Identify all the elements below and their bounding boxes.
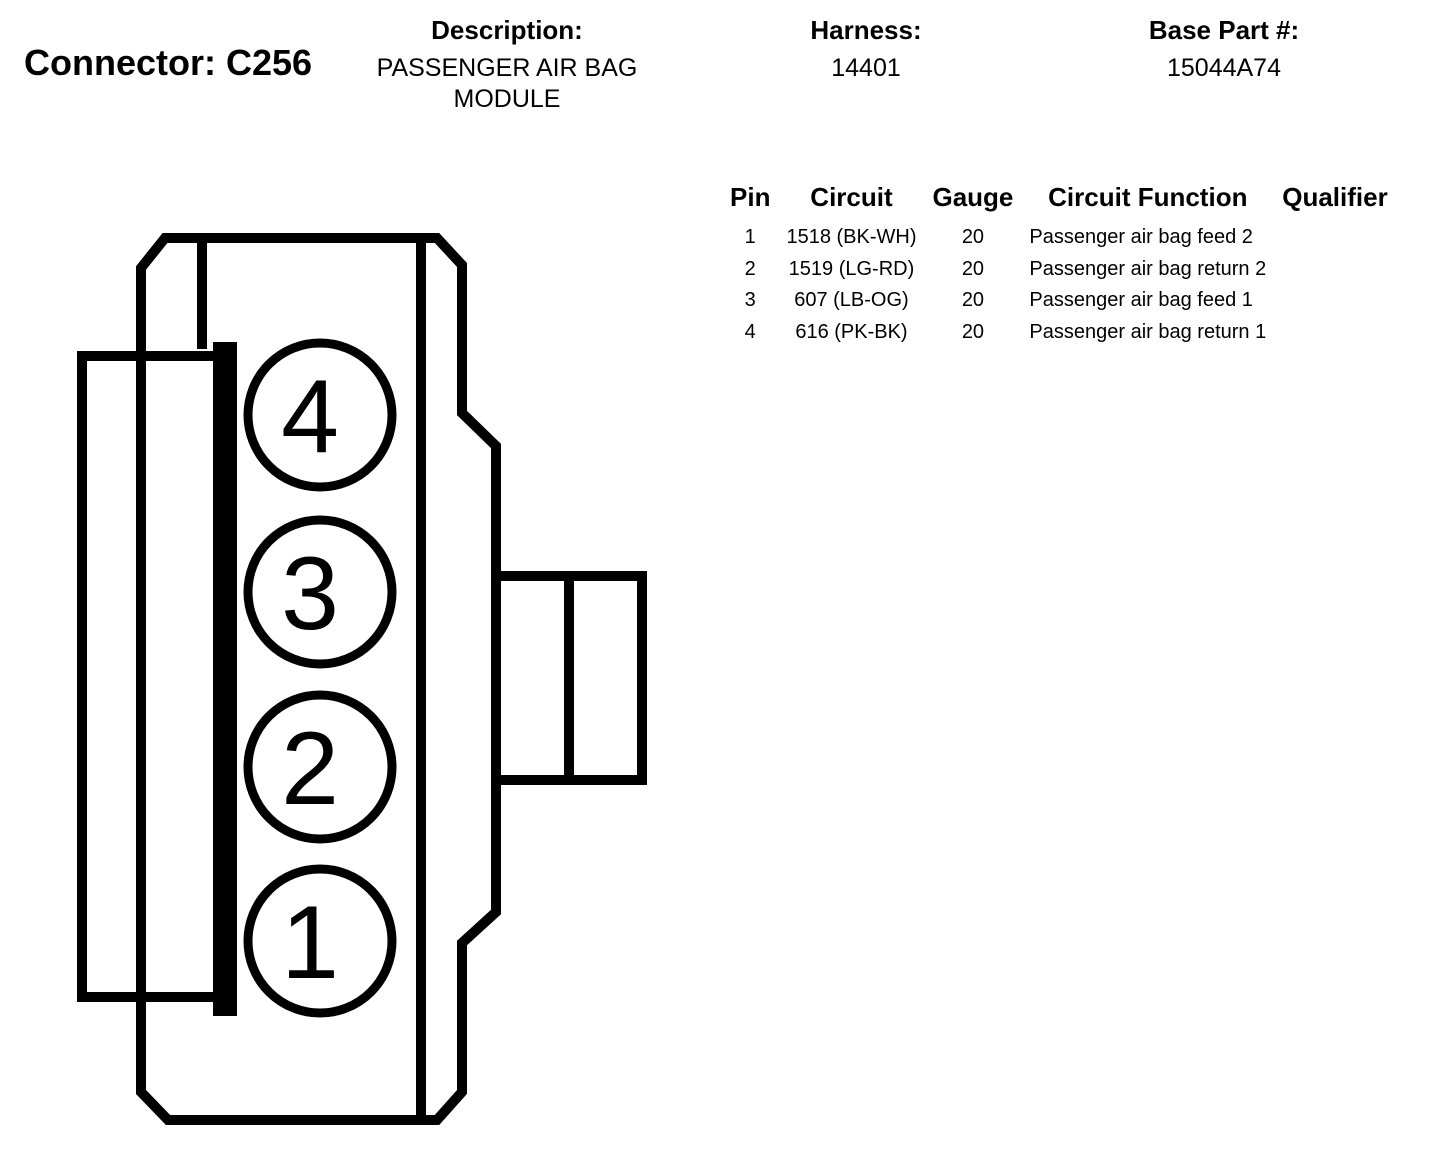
pin-table-header-row: Pin Circuit Gauge Circuit Function Quali… xyxy=(722,178,1396,222)
connector-housing-outline xyxy=(136,233,501,1125)
description-label: Description: xyxy=(431,15,583,45)
pin-cell: 1 xyxy=(744,226,756,249)
harness-value: 14401 xyxy=(831,54,901,82)
description-line-1: PASSENGER AIR BAG xyxy=(376,54,638,82)
base-part-label: Base Part #: xyxy=(1148,15,1300,45)
function-cell: Passenger air bag return 2 xyxy=(1029,257,1267,280)
left-latch xyxy=(77,351,229,1002)
column-header-qualifier: Qualifier xyxy=(1282,181,1388,212)
column-header-function: Circuit Function xyxy=(1048,181,1248,212)
column-header-pin: Pin xyxy=(730,181,771,212)
gauge-cell: 20 xyxy=(961,257,985,280)
pin-4-circle xyxy=(243,338,397,492)
circuit-cell: 1518 (BK-WH) xyxy=(786,226,917,249)
gauge-cell: 20 xyxy=(961,226,985,249)
pin-3-circle xyxy=(243,515,397,669)
pin-2-circle xyxy=(243,690,397,844)
pin-cell: 4 xyxy=(744,320,756,343)
pin-cell: 2 xyxy=(744,257,756,280)
table-row: 2 1519 (LG-RD) 20 Passenger air bag retu… xyxy=(722,254,1396,286)
harness-block: Harness: 14401 xyxy=(766,15,966,84)
base-part-block: Base Part #: 15044A74 xyxy=(1104,15,1344,84)
function-cell: Passenger air bag feed 2 xyxy=(1029,226,1253,249)
column-header-gauge: Gauge xyxy=(932,181,1014,212)
gauge-cell: 20 xyxy=(961,289,985,312)
harness-label: Harness: xyxy=(810,15,922,45)
pin-cell: 3 xyxy=(744,289,756,312)
description-line-2: MODULE xyxy=(453,85,561,113)
circuit-cell: 616 (PK-BK) xyxy=(795,320,908,343)
column-header-circuit: Circuit xyxy=(810,181,893,212)
function-cell: Passenger air bag return 1 xyxy=(1029,320,1267,343)
pin-label-1: 1 xyxy=(281,885,339,1001)
table-row: 1 1518 (BK-WH) 20 Passenger air bag feed… xyxy=(722,222,1396,254)
table-row: 3 607 (LB-OG) 20 Passenger air bag feed … xyxy=(722,285,1396,317)
description-value: PASSENGER AIR BAG MODULE xyxy=(347,53,667,115)
connector-title: Connector: C256 xyxy=(24,42,313,83)
circuit-cell: 607 (LB-OG) xyxy=(794,289,909,312)
pin-label-3: 3 xyxy=(281,536,339,652)
pin-1-circle xyxy=(243,864,397,1018)
description-block: Description: PASSENGER AIR BAG MODULE xyxy=(347,15,667,115)
gauge-cell: 20 xyxy=(961,320,985,343)
table-row: 4 616 (PK-BK) 20 Passenger air bag retur… xyxy=(722,317,1396,349)
pin-label-2: 2 xyxy=(281,711,339,827)
function-cell: Passenger air bag feed 1 xyxy=(1029,289,1253,312)
base-part-value: 15044A74 xyxy=(1166,54,1281,82)
pin-table: Pin Circuit Gauge Circuit Function Quali… xyxy=(722,178,1396,348)
circuit-cell: 1519 (LG-RD) xyxy=(788,257,915,280)
pin-face-bar xyxy=(213,342,237,1016)
pin-label-4: 4 xyxy=(281,359,339,475)
